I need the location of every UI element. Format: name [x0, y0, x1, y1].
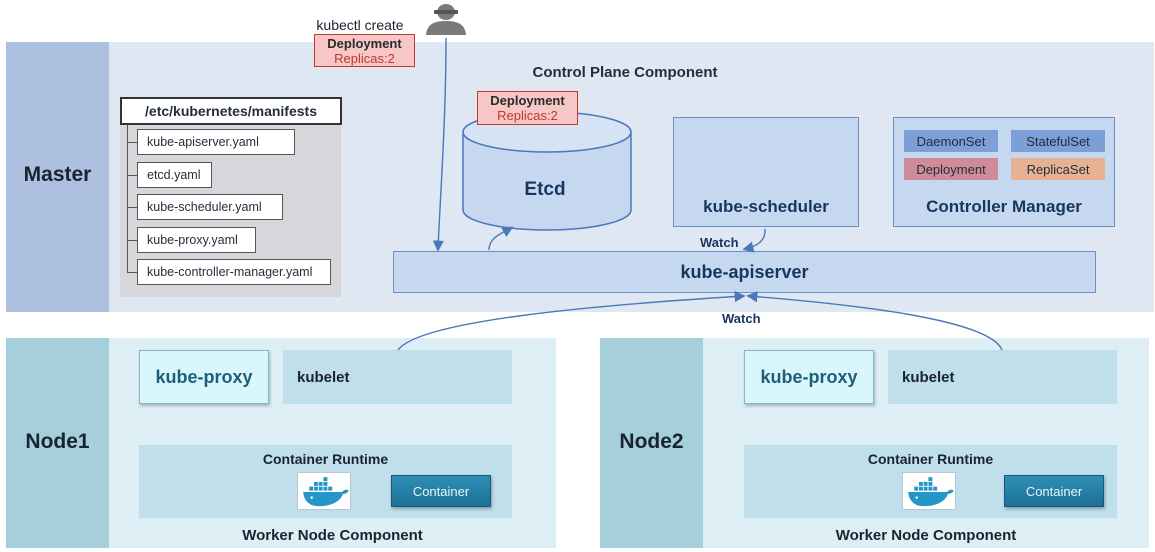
master-label-column	[6, 42, 109, 312]
kubectl-deployment-tag: Deployment Replicas:2	[314, 34, 415, 67]
controller-replicaset[interactable]: ReplicaSet	[1011, 158, 1105, 180]
node2-footer: Worker Node Component	[835, 526, 1017, 544]
controller-statefulset[interactable]: StatefulSet	[1011, 130, 1105, 152]
node1-footer: Worker Node Component	[242, 526, 423, 544]
kube-apiserver-box[interactable]: kube-apiserver	[393, 251, 1096, 293]
tree-branch	[127, 142, 137, 143]
user-icon	[426, 4, 466, 35]
tree-branch	[127, 175, 137, 176]
node1-label: Node1	[25, 430, 90, 453]
docker-whale-icon	[303, 476, 349, 507]
node2-container-runtime-title: Container Runtime	[867, 451, 994, 467]
node1-label-column	[6, 338, 109, 548]
node2-kube-proxy[interactable]: kube-proxy	[744, 350, 874, 404]
node1-kube-proxy[interactable]: kube-proxy	[139, 350, 269, 404]
manifest-file-scheduler[interactable]: kube-scheduler.yaml	[137, 194, 283, 220]
kube-scheduler-label: kube-scheduler	[703, 197, 829, 216]
deployment-tag-title: Deployment	[327, 35, 402, 51]
manifests-tree-line	[127, 125, 128, 273]
controller-deployment[interactable]: Deployment	[904, 158, 998, 180]
manifest-file-proxy[interactable]: kube-proxy.yaml	[137, 227, 256, 253]
control-plane-title: Control Plane Component	[532, 63, 718, 81]
kube-scheduler-box[interactable]	[673, 117, 859, 227]
manifests-path: /etc/kubernetes/manifests	[120, 97, 342, 125]
node1-container[interactable]: Container	[391, 475, 491, 507]
tree-branch	[127, 207, 137, 208]
watch-nodes-label: Watch	[722, 311, 761, 326]
etcd-cylinder-icon	[462, 111, 632, 231]
node2-label-column	[600, 338, 703, 548]
watch-scheduler-label: Watch	[700, 235, 739, 250]
deployment-tag-replicas: Replicas:2	[334, 50, 395, 66]
node2-container[interactable]: Container	[1004, 475, 1104, 507]
kubectl-create-label: kubectl create	[316, 17, 404, 33]
manifest-file-controller-manager[interactable]: kube-controller-manager.yaml	[137, 259, 331, 285]
manifest-file-apiserver[interactable]: kube-apiserver.yaml	[137, 129, 295, 155]
etcd-deployment-tag: Deployment Replicas:2	[477, 91, 578, 125]
deployment-tag-replicas: Replicas:2	[497, 108, 558, 123]
tree-branch	[127, 272, 137, 273]
etcd-label: Etcd	[524, 179, 566, 200]
node2-kubelet[interactable]: kubelet	[888, 350, 1117, 404]
node2-label: Node2	[619, 430, 684, 453]
controller-daemonset[interactable]: DaemonSet	[904, 130, 998, 152]
controller-manager-label: Controller Manager	[926, 197, 1082, 216]
manifest-file-etcd[interactable]: etcd.yaml	[137, 162, 212, 188]
node1-docker-box	[297, 472, 351, 510]
node1-kubelet[interactable]: kubelet	[283, 350, 512, 404]
deployment-tag-title: Deployment	[490, 93, 565, 108]
master-label: Master	[23, 163, 92, 186]
tree-branch	[127, 240, 137, 241]
docker-whale-icon	[908, 476, 954, 507]
node1-container-runtime-title: Container Runtime	[262, 451, 389, 467]
node2-docker-box	[902, 472, 956, 510]
